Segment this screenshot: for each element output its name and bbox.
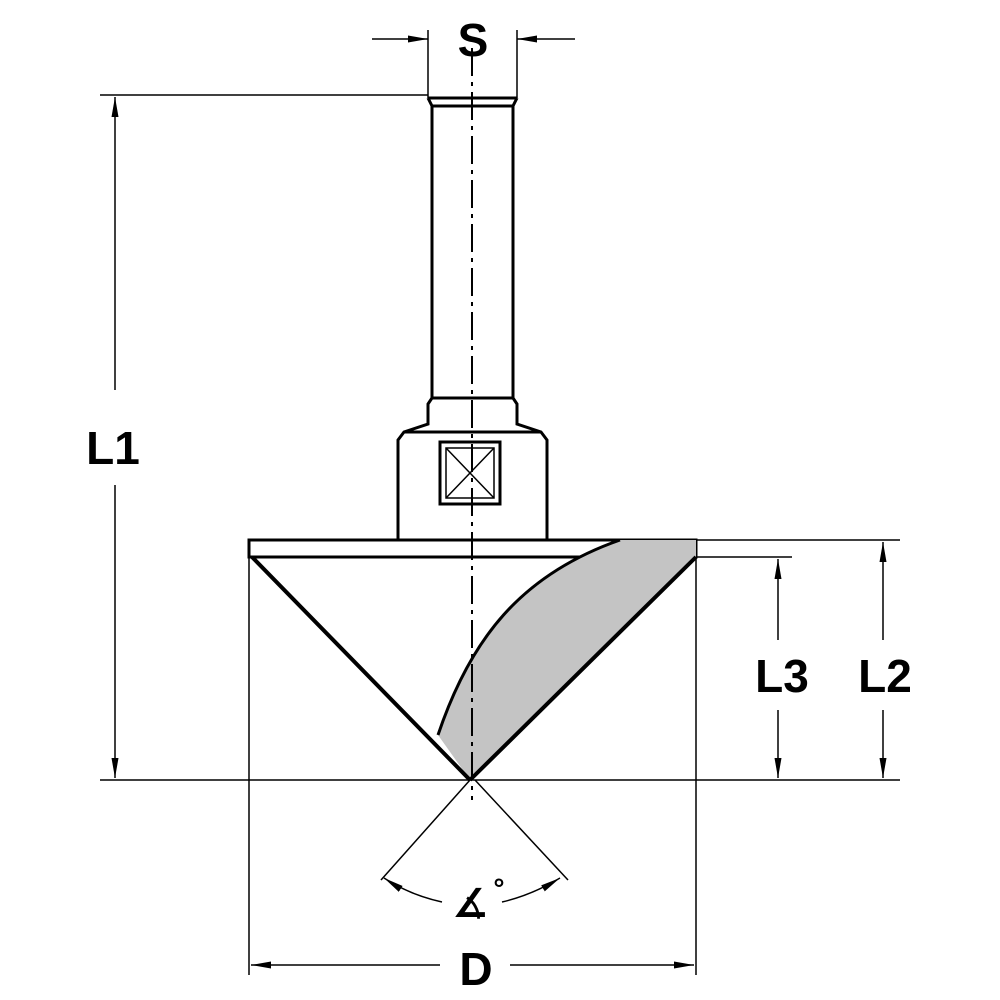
angle-arc-right bbox=[501, 877, 561, 903]
label-l2: L2 bbox=[858, 650, 912, 702]
angle-symbol: ∡ bbox=[452, 882, 488, 926]
angle-unit: ° bbox=[493, 873, 504, 904]
label-s: S bbox=[458, 14, 489, 66]
label-l1: L1 bbox=[86, 422, 140, 474]
shank bbox=[396, 96, 549, 540]
carbide-blade bbox=[438, 540, 696, 780]
label-l3: L3 bbox=[755, 650, 809, 702]
angle-arc-left bbox=[383, 877, 443, 903]
wrench-flat bbox=[438, 440, 502, 506]
dimension-arrows bbox=[111, 35, 887, 969]
label-d: D bbox=[459, 943, 492, 995]
extension-lines bbox=[100, 30, 900, 975]
